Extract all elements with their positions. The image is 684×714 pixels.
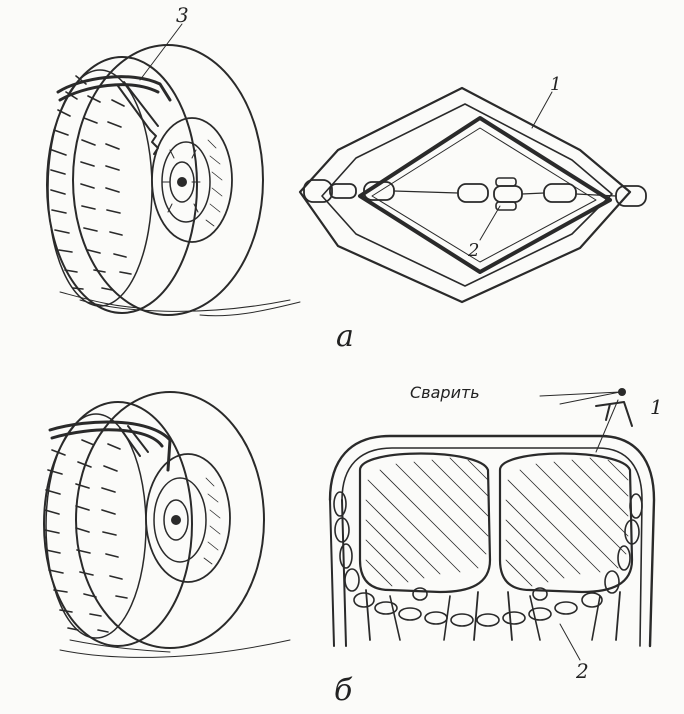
plate-a-illustration [298,86,647,304]
callout-1-plate-label: 1 [550,74,561,95]
callout-2-chain-label: 2 [575,659,589,683]
callout-3-label: 3 [176,3,189,27]
cross-section-b-illustration [328,388,656,661]
cross-section-chain [333,491,643,627]
caption-b: б [334,673,353,708]
callout-2-plate-label: 2 [467,240,479,261]
callout-1-weld-label: 1 [650,395,663,419]
caption-a: а [336,319,354,354]
plate-a-chain [303,177,647,211]
wheel-b-illustration [43,391,291,658]
weld-note-label: Сварить [410,383,480,402]
wheel-a-illustration [46,23,301,317]
